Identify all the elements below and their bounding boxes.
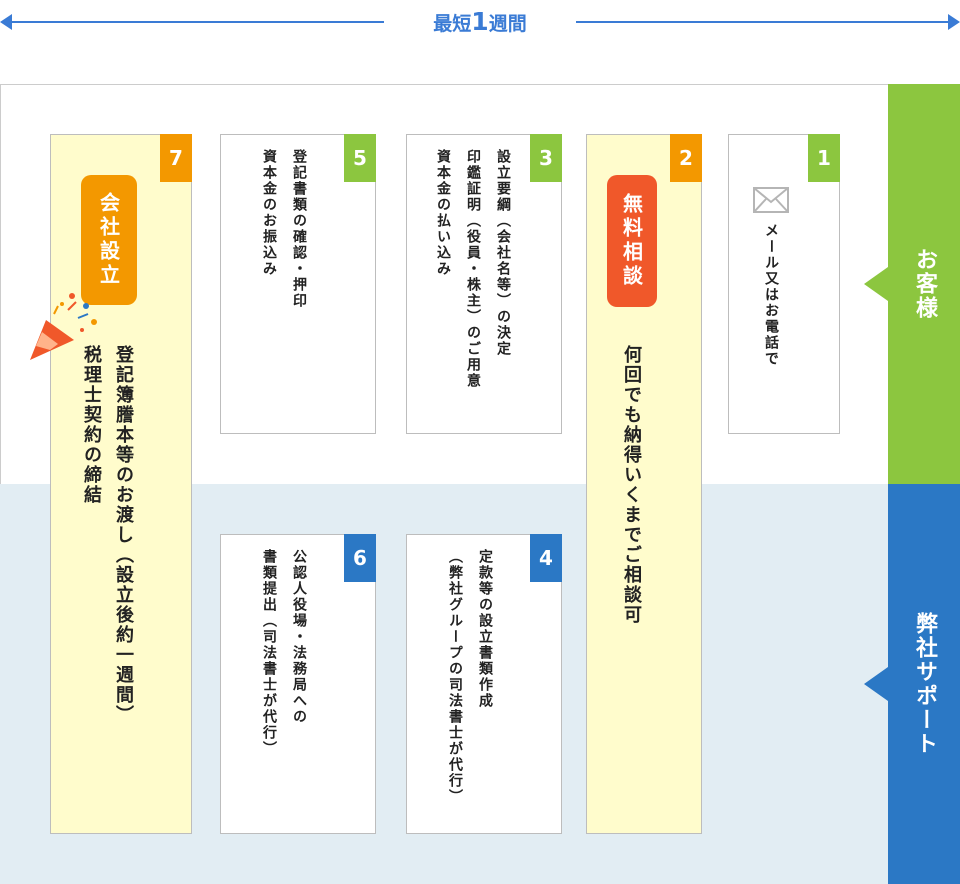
step-6-text-line-1: 公認人役場・法務局への <box>291 549 307 725</box>
support-row-label: 弊社サポート <box>864 484 960 884</box>
step-7-card: 7 会社設立 登記簿謄本等のお渡し（設立後約一週間） 税理士契約の締結 <box>50 134 192 834</box>
step-number-badge: 5 <box>344 134 376 182</box>
step-4-card: 4 定款等の設立書類作成 （弊社グループの司法書士が代行） <box>406 534 562 834</box>
step-number-badge: 3 <box>530 134 562 182</box>
arrow-line-left <box>8 21 384 23</box>
step-number-badge: 1 <box>808 134 840 182</box>
duration-header: 最短1週間 <box>0 0 960 46</box>
step-4-text-line-2: （弊社グループの司法書士が代行） <box>447 549 463 805</box>
step-1-text: メール又はお電話で <box>763 223 779 367</box>
customer-label-text: お客様 <box>912 248 937 320</box>
duration-title-post: 週間 <box>488 13 527 35</box>
arrow-right-icon <box>948 14 960 30</box>
step-2-text: 何回でも納得いくまでご相談可 <box>621 345 642 625</box>
step-3-text-line-3: 資本金の払い込み <box>435 149 451 277</box>
customer-row-label: お客様 <box>864 84 960 484</box>
step-number-badge: 6 <box>344 534 376 582</box>
duration-title-number: 1 <box>471 7 489 36</box>
step-number-badge: 7 <box>160 134 192 182</box>
support-label-text: 弊社サポート <box>912 612 937 756</box>
duration-title-pre: 最短 <box>433 13 472 35</box>
free-consultation-pill: 無料相談 <box>607 175 657 307</box>
mail-icon <box>753 187 789 213</box>
step-number-badge: 2 <box>670 134 702 182</box>
step-6-card: 6 公認人役場・法務局への 書類提出（司法書士が代行） <box>220 534 376 834</box>
step-5-text-line-2: 資本金のお振込み <box>261 149 277 277</box>
step-3-text-line-2: 印鑑証明（役員・株主）のご用意 <box>465 149 481 389</box>
arrow-left-icon <box>0 14 12 30</box>
pointer-left-icon <box>864 267 888 301</box>
step-5-card: 5 登記書類の確認・押印 資本金のお振込み <box>220 134 376 434</box>
duration-title: 最短1週間 <box>384 8 576 38</box>
pointer-left-icon <box>864 667 888 701</box>
party-popper-icon <box>30 293 97 360</box>
step-3-card: 3 設立要綱（会社名等）の決定 印鑑証明（役員・株主）のご用意 資本金の払い込み <box>406 134 562 434</box>
step-7-text-line-2: 税理士契約の締結 <box>81 345 102 505</box>
step-3-text-line-1: 設立要綱（会社名等）の決定 <box>495 149 511 357</box>
step-4-text-line-1: 定款等の設立書類作成 <box>477 549 493 709</box>
step-6-text-line-2: 書類提出（司法書士が代行） <box>261 549 277 757</box>
arrow-line-right <box>576 21 948 23</box>
step-number-badge: 4 <box>530 534 562 582</box>
step-5-text-line-1: 登記書類の確認・押印 <box>291 149 307 309</box>
step-2-card: 2 無料相談 何回でも納得いくまでご相談可 <box>586 134 702 834</box>
step-1-card: 1 メール又はお電話で <box>728 134 840 434</box>
step-7-text-line-1: 登記簿謄本等のお渡し（設立後約一週間） <box>113 345 134 725</box>
company-established-pill: 会社設立 <box>81 175 137 305</box>
